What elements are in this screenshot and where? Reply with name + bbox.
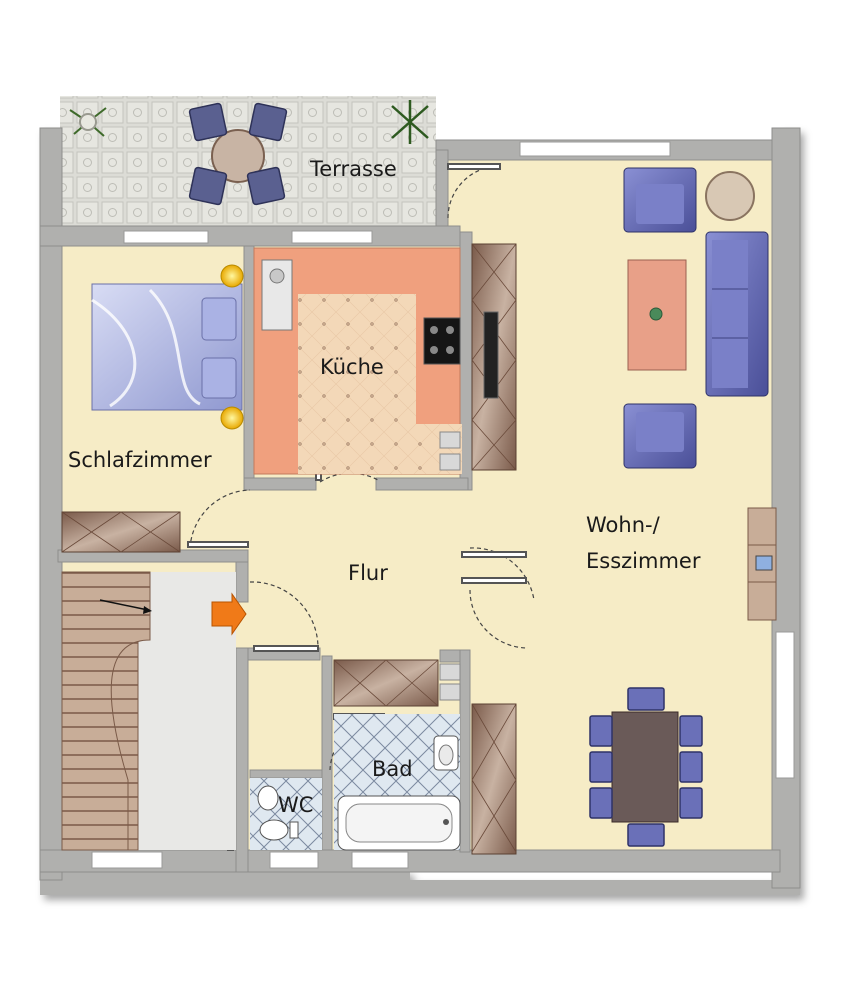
- room-label-wohn: Wohn-/: [586, 513, 661, 537]
- living-room: [589, 167, 769, 847]
- room-label-kueche: Küche: [320, 355, 384, 379]
- room-label-bad: Bad: [372, 757, 413, 781]
- kitchen: [253, 247, 462, 475]
- chair-icon: [679, 751, 703, 783]
- room-label-esszimmer: Esszimmer: [586, 549, 701, 573]
- armchair-icon: [623, 167, 697, 233]
- terrace-wall: [39, 225, 461, 247]
- chair-icon: [188, 102, 228, 142]
- chair-icon: [679, 787, 703, 819]
- bathroom: [334, 714, 461, 851]
- desk-lamp-icon: [755, 555, 773, 571]
- chair-icon: [679, 715, 703, 747]
- dining-set: [589, 687, 703, 847]
- armchair-icon: [623, 403, 697, 469]
- room-label-terrasse: Terrasse: [309, 157, 397, 181]
- toilet-icon: [259, 819, 289, 841]
- dining-table-icon: [611, 711, 679, 823]
- room-label-wc: WC: [278, 793, 313, 817]
- sofa-icon: [705, 231, 769, 397]
- entry-arrow-icon: [211, 592, 247, 636]
- lamp-icon: [220, 406, 244, 430]
- plant-icon: [69, 107, 107, 137]
- chair-icon: [188, 166, 228, 206]
- chair-icon: [627, 823, 665, 847]
- stair-hall: [61, 571, 247, 851]
- bedroom: [91, 264, 244, 430]
- side-table-icon: [705, 171, 755, 221]
- wc: [250, 778, 322, 850]
- room-label-schlafzimmer: Schlafzimmer: [68, 448, 212, 472]
- room-label-flur: Flur: [348, 561, 388, 585]
- chair-icon: [589, 715, 613, 747]
- chair-icon: [248, 102, 288, 142]
- west-wall: [39, 127, 63, 881]
- interior-walls: [57, 149, 473, 873]
- chair-icon: [246, 166, 286, 206]
- cabinets: [61, 243, 777, 855]
- table-icon: [211, 129, 265, 183]
- terrace-furniture: [69, 100, 429, 206]
- lamp-icon: [220, 264, 244, 288]
- washbasin-icon: [257, 785, 279, 811]
- tv-icon: [483, 311, 499, 399]
- plant-icon: [391, 100, 429, 144]
- windows: [91, 141, 795, 869]
- cooktop-icon: [423, 317, 461, 365]
- chair-icon: [627, 687, 665, 711]
- chair-icon: [589, 751, 613, 783]
- chair-icon: [589, 787, 613, 819]
